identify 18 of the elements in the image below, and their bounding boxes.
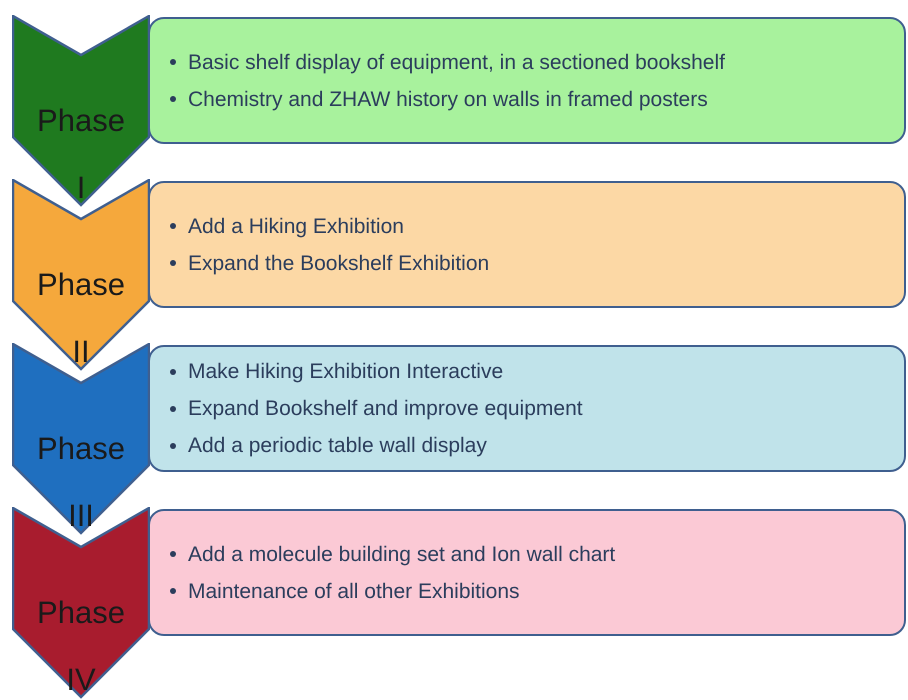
bullet-text: Add a molecule building set and Ion wall chart [188,542,616,568]
bullet-text: Add a Hiking Exhibition [188,214,404,240]
bullet-text: Basic shelf display of equipment, in a sectioned bookshelf [188,50,725,76]
bullet-text: Expand Bookshelf and improve equipment [188,396,583,422]
phase-description-box [148,345,906,472]
phase-banner [12,15,150,207]
bullet-text: Maintenance of all other Exhibitions [188,578,520,604]
bullet-text: Add a periodic table wall display [188,433,487,459]
phase-description-box [148,17,906,144]
phase-label: Phase I [36,102,126,207]
phase-label: Phase II [36,266,126,371]
bullet-text: Chemistry and ZHAW history on walls in framed posters [188,86,708,112]
phase-description-box [148,181,906,308]
phase-description-box [148,509,906,636]
phase-label: Phase IV [36,594,126,699]
bullet-text: Make Hiking Exhibition Interactive [188,359,504,385]
phase-label: Phase III [36,430,126,535]
bullet-text: Expand the Bookshelf Exhibition [188,250,490,276]
